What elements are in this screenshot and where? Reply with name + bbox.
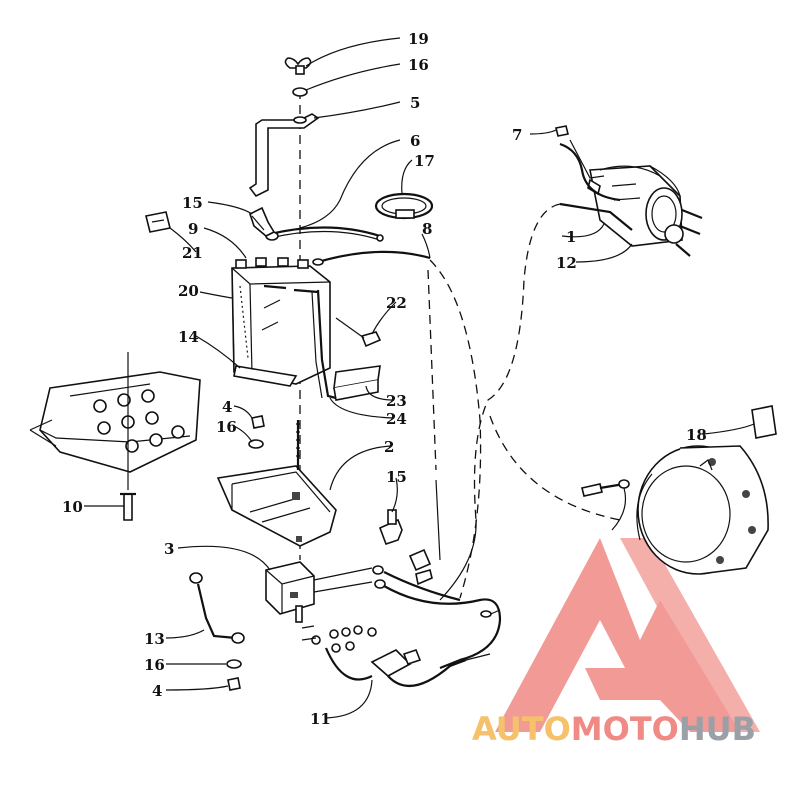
- decal-icon: [145, 211, 171, 233]
- callout-1: 1: [566, 228, 576, 246]
- frame-bulkhead-icon: [29, 371, 201, 473]
- callout-9: 9: [188, 220, 198, 238]
- cable-terminal-icon: [312, 258, 324, 266]
- nut-icon: [251, 415, 265, 429]
- callout-18: 18: [686, 426, 707, 444]
- bolt-icon: [120, 492, 136, 521]
- vent-hose-icon: [316, 289, 337, 400]
- callout-12: 12: [556, 254, 577, 272]
- watermark-logo: [495, 538, 760, 732]
- battery-tray-pad-icon: [233, 365, 298, 387]
- callout-14: 14: [178, 328, 199, 346]
- leader-lines: [84, 37, 755, 719]
- terminal-boot-icon: [249, 206, 276, 237]
- hose-clamp-icon: [374, 192, 434, 220]
- ground-bolt-icon: [581, 479, 630, 531]
- decal-icon: [751, 405, 777, 439]
- battery-hold-bracket-icon: [248, 113, 320, 198]
- wire-harness-icon: [313, 548, 502, 670]
- callout-16: 16: [408, 56, 429, 74]
- nut-icon: [227, 677, 241, 691]
- starter-solenoid-icon: [265, 561, 315, 623]
- callout-11: 11: [310, 710, 331, 728]
- nut-icon: [555, 125, 569, 137]
- callout-3: 3: [164, 540, 174, 558]
- battery-cable-6-icon: [265, 226, 384, 242]
- callout-17: 17: [414, 152, 435, 170]
- watermark-triangle-icon: [495, 538, 740, 732]
- starter-cable-end: [439, 519, 477, 601]
- wiring-harness-11-icon: [324, 647, 491, 687]
- battery-cable-8-icon: [317, 250, 431, 264]
- washer-icon: [292, 87, 308, 97]
- washer-icon: [226, 659, 242, 669]
- cable-segment: [435, 479, 441, 561]
- battery-pad-icon: [333, 365, 381, 401]
- watermark-hub: HUB: [679, 710, 756, 748]
- watermark-text: AUTOMOTOHUB: [472, 710, 756, 748]
- callout-4-low: 4: [152, 682, 162, 700]
- callout-13: 13: [144, 630, 165, 648]
- starter-cable-icon: [559, 202, 633, 231]
- callout-24: 24: [386, 410, 407, 428]
- watermark-stripe-icon: [620, 538, 760, 732]
- callout-2: 2: [384, 438, 394, 456]
- connector-icon: [480, 610, 492, 618]
- callout-23: 23: [386, 392, 407, 410]
- callout-4-top: 4: [222, 398, 232, 416]
- callout-15-top: 15: [182, 194, 203, 212]
- callout-7: 7: [512, 126, 522, 144]
- hose-clip-icon: [335, 317, 382, 348]
- starter-cable-route: [473, 203, 561, 521]
- battery-icon: [231, 257, 331, 385]
- battery-tray-icon: [216, 465, 337, 547]
- recoil-housing-icon: [636, 445, 769, 575]
- ground-cable-icon: [189, 572, 245, 644]
- callout-5: 5: [410, 94, 420, 112]
- terminal-boot-icon: [378, 509, 403, 546]
- callout-22: 22: [386, 294, 407, 312]
- ground-cable-route: [489, 415, 621, 521]
- watermark-moto: MOTO: [571, 710, 679, 748]
- callout-labels: 19 16 5 6 17 7 15 9 21 8 1 12 20 22 14 2…: [62, 30, 707, 728]
- callout-20: 20: [178, 282, 199, 300]
- starter-lead-icon: [559, 142, 621, 202]
- callout-16-mid: 16: [216, 418, 237, 436]
- callout-6: 6: [410, 132, 420, 150]
- callout-15-low: 15: [386, 468, 407, 486]
- cable-route: [427, 269, 437, 471]
- watermark-auto: AUTO: [472, 710, 571, 748]
- callout-16-low: 16: [144, 656, 165, 674]
- callout-19: 19: [408, 30, 429, 48]
- starter-motor-icon: [587, 165, 703, 257]
- washer-icon: [248, 439, 264, 449]
- callout-8: 8: [422, 220, 432, 238]
- connector-hardware-icon: [301, 625, 377, 653]
- callout-10: 10: [62, 498, 83, 516]
- callout-21: 21: [182, 244, 203, 262]
- positive-cable-route: [429, 259, 482, 599]
- wing-nut-icon: [284, 57, 312, 75]
